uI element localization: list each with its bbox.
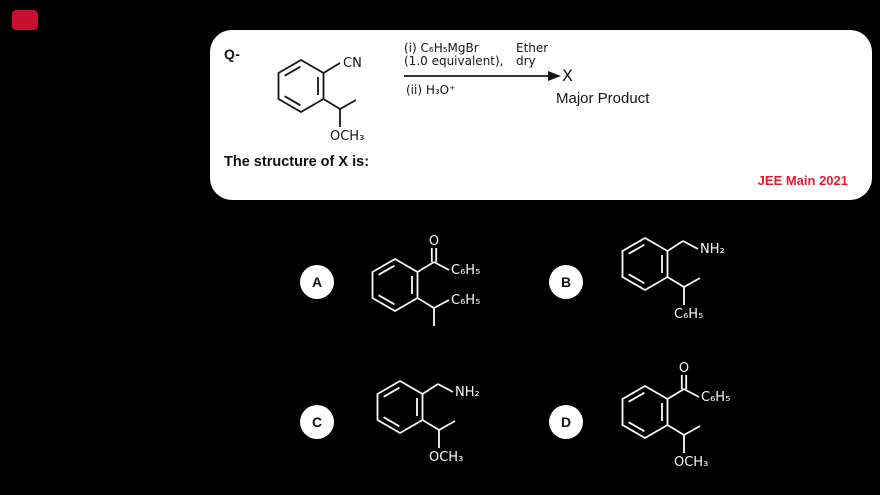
question-prompt: The structure of X is:	[224, 154, 370, 170]
phenyl-label-bottom: C₆H₅	[674, 307, 703, 322]
reagent-ii: (ii) H₃O⁺	[406, 83, 456, 97]
option-a-structure[interactable]: O C₆H₅ C₆H₅	[320, 234, 500, 347]
major-product-label: Major Product	[556, 90, 650, 107]
option-c-structure[interactable]: NH₂ OCH₃	[325, 357, 505, 469]
amine-label: NH₂	[700, 242, 725, 257]
source-badge: JEE Main 2021	[757, 173, 848, 188]
phenyl-label-top: C₆H₅	[701, 390, 730, 405]
solvent-line2: dry	[516, 54, 536, 68]
option-d-badge[interactable]: D	[549, 405, 583, 439]
nitrile-label: CN	[343, 56, 362, 71]
option-b-structure[interactable]: NH₂ C₆H₅	[570, 214, 750, 326]
benzene-ring	[371, 258, 419, 312]
methoxy-label: OCH₃	[674, 455, 708, 470]
benzene-ring	[376, 380, 424, 434]
carbonyl-oxygen-label: O	[429, 234, 439, 249]
option-b-badge[interactable]: B	[549, 265, 583, 299]
methoxy-label: OCH₃	[429, 450, 463, 465]
benzene-ring	[277, 59, 325, 113]
reagent-i-line2: (1.0 equivalent),	[404, 54, 504, 68]
brand-logo-icon	[12, 10, 38, 30]
reactant-structure: CN OCH₃	[277, 56, 364, 144]
option-d-structure[interactable]: O C₆H₅ OCH₃	[570, 361, 750, 474]
phenyl-label-top: C₆H₅	[451, 263, 480, 278]
solvent-line1: Ether	[516, 41, 549, 55]
benzene-ring	[621, 237, 669, 291]
amine-label: NH₂	[455, 385, 480, 400]
product-x-label: X	[562, 66, 573, 85]
benzene-ring	[621, 385, 669, 439]
carbonyl-oxygen-label: O	[679, 361, 689, 376]
phenyl-label-bottom: C₆H₅	[451, 293, 480, 308]
reagent-i-line1: (i) C₆H₅MgBr	[404, 41, 479, 55]
option-c-badge[interactable]: C	[300, 405, 334, 439]
methoxy-label: OCH₃	[330, 129, 364, 144]
reaction-arrow	[404, 71, 561, 81]
question-card: Q- CN OCH₃ (i) C₆H₅MgBr (1.0 equivalent)…	[210, 30, 872, 200]
question-label: Q-	[224, 46, 241, 62]
option-a-badge[interactable]: A	[300, 265, 334, 299]
